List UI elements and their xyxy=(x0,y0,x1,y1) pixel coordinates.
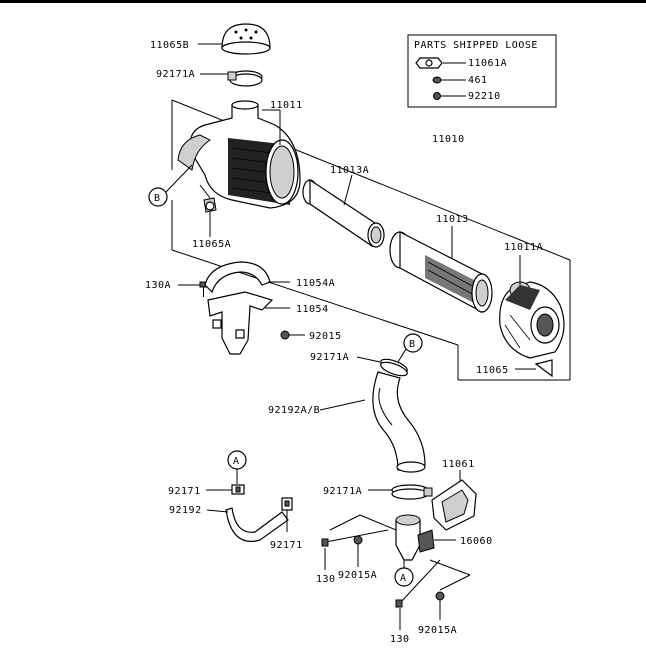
small-hose-icon xyxy=(225,507,289,542)
hose-clamp-lower-icon xyxy=(391,484,433,500)
label-11010: 11010 xyxy=(432,134,465,145)
box-item-461: 461 xyxy=(468,75,488,86)
hose-clamp-top-icon xyxy=(227,70,263,87)
callout-b-upper xyxy=(148,187,168,207)
label-92171A-low: 92171A xyxy=(323,486,362,497)
label-16060: 16060 xyxy=(460,536,493,547)
label-92171A-mid: 92171A xyxy=(310,352,349,363)
label-130A: 130A xyxy=(145,280,171,291)
label-11013A: 11013A xyxy=(330,165,369,176)
primary-element-icon xyxy=(389,231,493,314)
elbow-hose-icon xyxy=(372,371,426,473)
label-92171: 92171 xyxy=(168,486,201,497)
washer-icon xyxy=(432,76,442,84)
callout-b-middle-text: B xyxy=(409,339,416,350)
box-title: PARTS SHIPPED LOOSE xyxy=(414,40,538,51)
nut-92015A-upper-icon xyxy=(353,535,363,545)
label-11011A: 11011A xyxy=(504,242,543,253)
label-130-a: 130 xyxy=(316,574,336,585)
box-item-92210: 92210 xyxy=(468,91,501,102)
label-130-b: 130 xyxy=(390,634,410,645)
gasket-11061-icon xyxy=(431,479,477,531)
callout-a-left-text: A xyxy=(233,456,240,467)
label-92171A-top: 92171A xyxy=(156,69,195,80)
gasket-small-icon xyxy=(415,57,443,69)
label-92015A-b: 92015A xyxy=(418,625,457,636)
label-11013: 11013 xyxy=(436,214,469,225)
rear-cover-icon xyxy=(499,281,565,359)
hose-clamp-middle-icon xyxy=(380,358,408,377)
label-11054A: 11054A xyxy=(296,278,335,289)
inner-safety-element-icon xyxy=(302,178,385,248)
parts-shipped-loose-box: PARTS SHIPPED LOOSE 11061A 461 92210 xyxy=(407,34,557,108)
precleaner-cap-icon xyxy=(221,23,271,55)
label-92192AB: 92192A/B xyxy=(268,405,320,416)
vacuator-valve-icon xyxy=(534,359,553,378)
nut-icon xyxy=(433,92,441,100)
label-11011: 11011 xyxy=(270,100,303,111)
intake-pipe-icon xyxy=(395,514,435,561)
nut-92015A-lower-icon xyxy=(435,591,445,601)
nut-92015-icon xyxy=(280,330,290,340)
label-11061: 11061 xyxy=(442,459,475,470)
mounting-bracket-icon xyxy=(207,291,274,355)
box-item-11061A: 11061A xyxy=(468,58,507,69)
label-92015: 92015 xyxy=(309,331,342,342)
label-11065A: 11065A xyxy=(192,239,231,250)
clamp-92171-lower-icon xyxy=(281,497,293,511)
callout-a-right-text: A xyxy=(400,573,407,584)
long-bolt-lower-icon xyxy=(395,559,441,608)
clamp-92171-upper-icon xyxy=(231,484,245,495)
label-92015A-a: 92015A xyxy=(338,570,377,581)
vacuator-valve-small-icon xyxy=(203,197,217,213)
label-92192: 92192 xyxy=(169,505,202,516)
label-92171-b: 92171 xyxy=(270,540,303,551)
label-11065: 11065 xyxy=(476,365,509,376)
label-11054: 11054 xyxy=(296,304,329,315)
callout-b-middle xyxy=(403,333,423,353)
callout-b-upper-text: B xyxy=(154,193,161,204)
air-cleaner-body-icon xyxy=(177,100,301,209)
mounting-band-icon xyxy=(204,261,271,294)
label-11065B: 11065B xyxy=(150,40,189,51)
